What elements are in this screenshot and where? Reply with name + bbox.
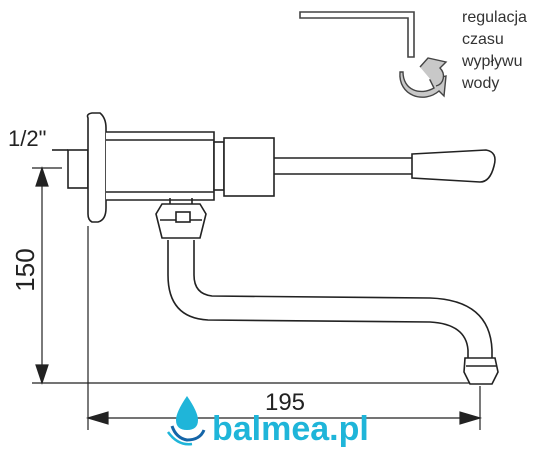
hex-key-icon (299, 11, 415, 58)
faucet-outline (52, 112, 499, 385)
width-dimension-label: 195 (265, 389, 305, 416)
dimension-lines (32, 166, 483, 430)
balmea-logo: balmea.pl (166, 396, 369, 448)
thread-size-label: 1/2" (8, 126, 46, 151)
note-line-4: wody (461, 75, 499, 92)
water-drop-hand-icon (166, 396, 206, 446)
note-line-3: wypływu (461, 53, 522, 70)
note-line-2: czasu (462, 31, 504, 48)
timing-note: regulacja czasu wypływu wody (461, 9, 527, 92)
rotate-arrow-icon (399, 57, 448, 98)
logo-text: balmea.pl (212, 410, 369, 448)
note-line-1: regulacja (462, 9, 527, 26)
height-dimension-label: 150 (10, 248, 40, 291)
